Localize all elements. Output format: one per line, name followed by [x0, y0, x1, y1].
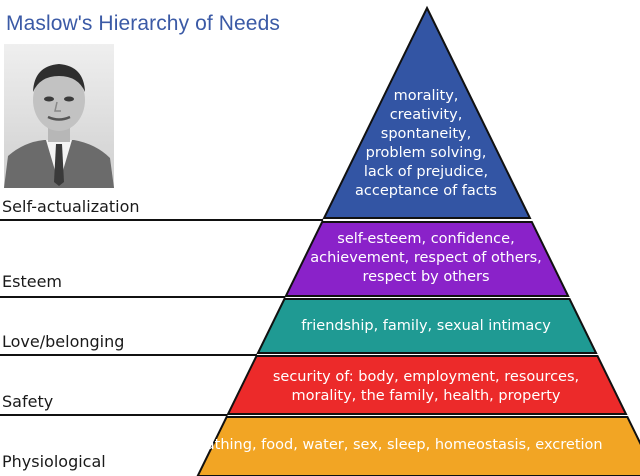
label-esteem: Esteem — [2, 272, 62, 291]
tier-line: acceptance of facts — [354, 183, 497, 199]
tier-text-esteem: self-esteem, confidence, achievement, re… — [276, 230, 576, 287]
tier-line: security of: body, employment, resources… — [272, 369, 580, 385]
tier-line: lack of prejudice, — [363, 164, 489, 180]
tier-text-safety: security of: body, employment, resources… — [226, 368, 626, 406]
tier-line: morality, — [393, 88, 459, 104]
diagram-title: Maslow's Hierarchy of Needs — [6, 12, 280, 35]
tier-text-physiological: breathing, food, water, sex, sleep, home… — [182, 436, 640, 455]
tier-love-belonging — [256, 298, 598, 354]
tier-line: morality, the family, health, property — [291, 388, 561, 404]
tier-self-actualization — [322, 5, 532, 219]
tier-line: spontaneity, — [380, 126, 472, 142]
label-self-actualization: Self-actualization — [2, 197, 140, 216]
tier-line: friendship, family, sexual intimacy — [301, 318, 551, 334]
tier-line: self-esteem, confidence, — [337, 231, 515, 247]
label-dividers — [0, 219, 324, 416]
tier-line: creativity, — [389, 107, 463, 123]
tier-esteem — [284, 221, 570, 297]
pyramid-tiers — [196, 5, 640, 476]
portrait-photo — [4, 44, 114, 188]
tier-line: problem solving, — [365, 145, 487, 161]
label-love-belonging: Love/belonging — [2, 332, 125, 351]
tier-physiological — [196, 416, 640, 476]
label-physiological: Physiological — [2, 452, 106, 471]
tier-line: achievement, respect of others, — [310, 250, 542, 266]
tier-line: breathing, food, water, sex, sleep, home… — [182, 437, 603, 453]
label-safety: Safety — [2, 392, 54, 411]
tier-text-love-belonging: friendship, family, sexual intimacy — [246, 317, 606, 336]
tier-line: respect by others — [362, 269, 490, 285]
tier-text-self-actualization: morality, creativity, spontaneity, probl… — [306, 87, 546, 201]
tier-safety — [226, 355, 628, 415]
